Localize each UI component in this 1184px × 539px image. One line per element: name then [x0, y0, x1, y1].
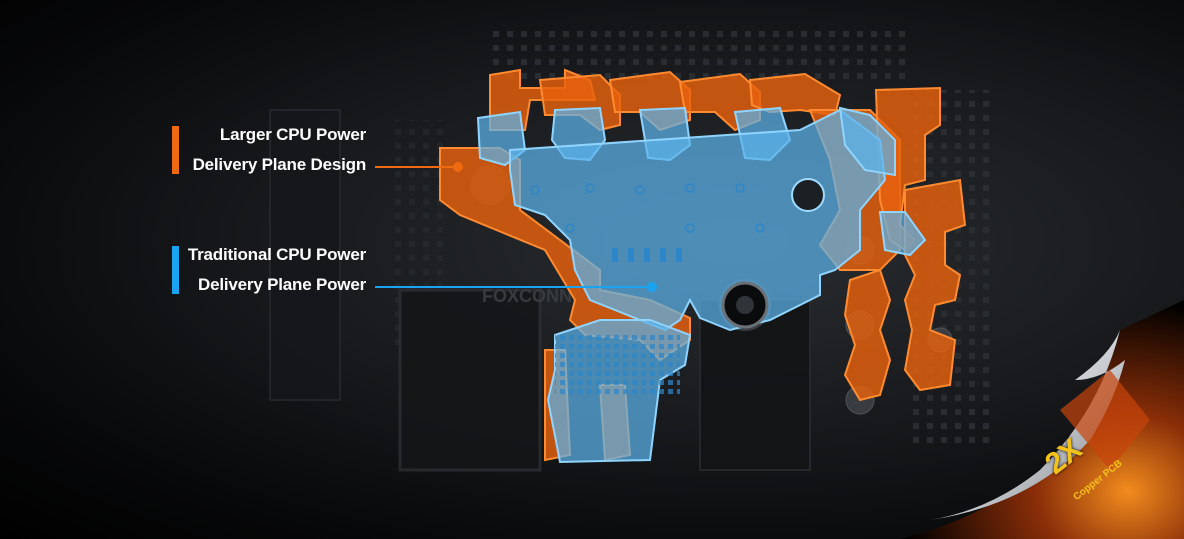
traditional-callout-line2: Delivery Plane Power	[198, 275, 366, 294]
larger-callout-line2: Delivery Plane Design	[192, 155, 367, 174]
dot-icon	[453, 162, 463, 172]
traditional-power-plane	[476, 106, 927, 464]
dot-icon	[647, 282, 657, 292]
larger-callout-bar	[172, 126, 179, 174]
foxconn-marking: FOXCONN	[482, 286, 572, 306]
plane-details	[530, 178, 825, 329]
larger-callout-line1: Larger CPU Power	[219, 125, 366, 144]
page-curl-icon	[900, 300, 1184, 539]
traditional-callout-bar	[172, 246, 179, 294]
traditional-callout-line1: Traditional CPU Power	[187, 245, 366, 264]
